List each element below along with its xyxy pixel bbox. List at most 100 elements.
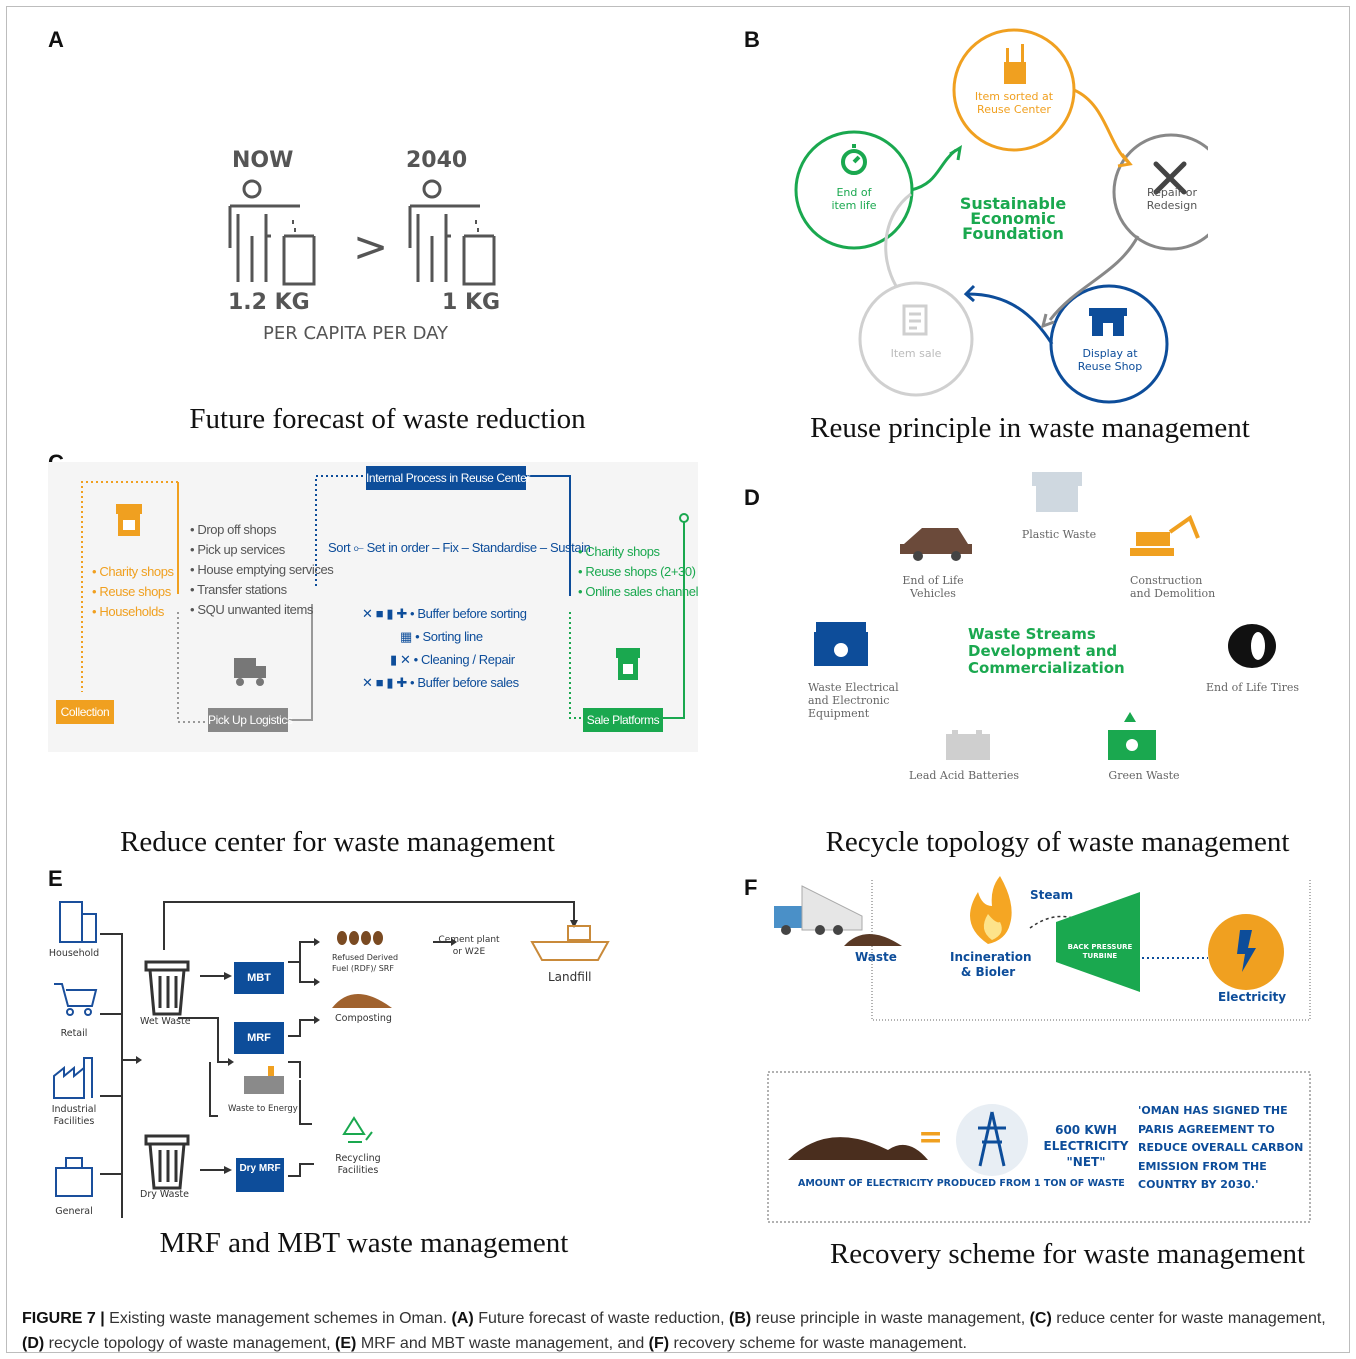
wte-plant-icon — [244, 1066, 284, 1094]
kwh-label: 600 KWH ELECTRICITY "NET" — [1043, 1123, 1129, 1169]
stream-tires: End of Life Tires — [1206, 681, 1300, 694]
caption-e: MRF and MBT waste management — [159, 1227, 569, 1259]
process-item: ✕ ■ ▮ ✚ • Buffer before sorting — [362, 606, 527, 621]
panel-f-label: F — [744, 875, 758, 900]
panel-d-label: D — [744, 485, 760, 510]
turbine-shape — [1056, 892, 1140, 992]
car-icon — [900, 528, 972, 561]
source-item: • Reuse shops — [92, 584, 171, 599]
equals-sign: = — [918, 1120, 944, 1155]
fire-icon — [970, 876, 1012, 944]
receipt-icon — [902, 304, 928, 336]
waste-pile-icon — [844, 934, 902, 946]
waste-label: Waste — [855, 950, 897, 964]
panel-e-label: E — [48, 866, 63, 891]
caption-a: Future forecast of waste reduction — [189, 403, 586, 435]
building-icon — [59, 901, 97, 943]
unit-label: PER CAPITA PER DAY — [263, 323, 449, 344]
wrench-icon — [1153, 161, 1187, 195]
landfill-label: Landfill — [548, 970, 592, 984]
outlet-item: • Reuse shops (2+30) — [578, 564, 696, 579]
wet-bin-icon — [144, 960, 190, 1016]
tire-icon — [1228, 624, 1276, 668]
rdf-label: Refused Derived Fuel (RDF)/ SRF — [332, 953, 399, 973]
recovery-diagram — [767, 876, 1311, 1223]
source-industrial: Industrial Facilities — [51, 1104, 97, 1127]
logistics-item: • SQU unwanted items — [190, 602, 314, 617]
cement-label: Cement plant or W2E — [438, 935, 500, 957]
now-value: 1.2 KG — [228, 290, 310, 315]
source-list: • Charity shops • Reuse shops • Househol… — [92, 562, 174, 622]
node-display: Display at Reuse Shop — [1077, 347, 1143, 373]
panel-b-label: B — [744, 27, 760, 52]
landfill-icon — [530, 925, 610, 961]
electricity-icon — [1208, 914, 1284, 990]
logistics-item: • Drop off shops — [190, 522, 277, 537]
process-item: ✕ ■ ▮ ✚ • Buffer before sales — [362, 675, 519, 690]
city-icon — [55, 1157, 93, 1197]
stream-construction: Construction and Demolition — [1130, 574, 1216, 600]
recycling-label: Recycling Facilities — [335, 1153, 381, 1176]
recycle-icon — [342, 1116, 373, 1143]
figure-frame — [6, 6, 1350, 1353]
logistics-item: • Transfer stations — [190, 582, 287, 597]
now-label: NOW — [232, 148, 294, 173]
cart-icon — [54, 983, 98, 1016]
factory-icon — [53, 1057, 93, 1099]
figure-number: FIGURE 7 | — [22, 1310, 105, 1327]
compost-icon — [332, 994, 392, 1008]
logistics-list: • Drop off shops • Pick up services • Ho… — [190, 520, 334, 620]
person-now-icon — [228, 179, 316, 286]
node-item-sorted: Item sorted at Reuse Center — [974, 90, 1054, 116]
source-general: General — [55, 1206, 93, 1217]
mrf-box: MRF — [234, 1022, 284, 1054]
battery-icon — [946, 730, 990, 760]
amount-label: AMOUNT OF ELECTRICITY PRODUCED FROM 1 TO… — [798, 1178, 1125, 1189]
year-label: 2040 — [406, 148, 468, 173]
outlet-list: • Charity shops • Reuse shops (2+30) • O… — [578, 542, 698, 602]
future-value: 1 KG — [442, 290, 501, 315]
shop-green-icon — [616, 648, 640, 680]
composting-label: Composting — [335, 1013, 392, 1024]
stream-plastic: Plastic Waste — [1021, 528, 1097, 541]
wet-waste-label: Wet Waste — [140, 1016, 191, 1027]
outlet-item: • Online sales channel — [578, 584, 699, 599]
ewaste-bin-icon — [814, 622, 868, 666]
reduce-center-diagram — [48, 462, 698, 752]
node-end-of-life: End of item life — [831, 186, 877, 212]
wte-label: Waste to Energy — [228, 1104, 298, 1114]
incineration-label: Incineration & Bioler — [950, 950, 1032, 979]
turbine-label: BACK PRESSURE TURBINE — [1067, 943, 1133, 960]
pickup-box: Pick Up Logistics — [208, 708, 293, 732]
person-2040-icon — [408, 179, 496, 286]
person-icons — [228, 179, 496, 286]
panel-a-label: A — [48, 27, 64, 52]
logistics-item: • House emptying services — [190, 562, 334, 577]
source-item: • Households — [92, 604, 165, 619]
caption-d: Recycle topology of waste management — [825, 826, 1290, 858]
stopwatch-icon — [841, 144, 867, 175]
truck-icon — [234, 658, 266, 686]
caption-b: Reuse principle in waste management — [810, 412, 1250, 444]
excavator-icon — [1130, 514, 1200, 556]
caption-f: Recovery scheme for waste management — [829, 1238, 1306, 1270]
sustainable-title: Sustainable Economic Foundation — [959, 194, 1067, 243]
node-repair: Repair or Redesign — [1146, 186, 1198, 212]
electricity-label: Electricity — [1218, 990, 1287, 1004]
steam-label: Steam — [1030, 888, 1074, 902]
garbage-truck-icon — [774, 885, 863, 935]
mrf-mbt-diagram — [53, 901, 610, 1218]
pylon-icon — [956, 1104, 1028, 1176]
dry-mrf-box: Dry MRF — [236, 1158, 284, 1192]
dry-bin-icon — [144, 1134, 190, 1190]
stream-green: Green Waste — [1108, 769, 1180, 782]
process-item: ▦ • Sorting line — [400, 629, 483, 644]
process-list: ✕ ■ ▮ ✚ • Buffer before sorting ▦ • Sort… — [362, 602, 527, 694]
source-retail: Retail — [60, 1028, 88, 1039]
green-bin-icon — [1108, 712, 1156, 760]
shop-icon — [1089, 308, 1127, 336]
stream-weee: Waste Electrical and Electronic Equipmen… — [808, 681, 899, 720]
source-item: • Charity shops — [92, 564, 174, 579]
reuse-cycle-diagram — [794, 28, 1208, 404]
internal-process-title: Internal Process in Reuse Center — [366, 466, 530, 490]
